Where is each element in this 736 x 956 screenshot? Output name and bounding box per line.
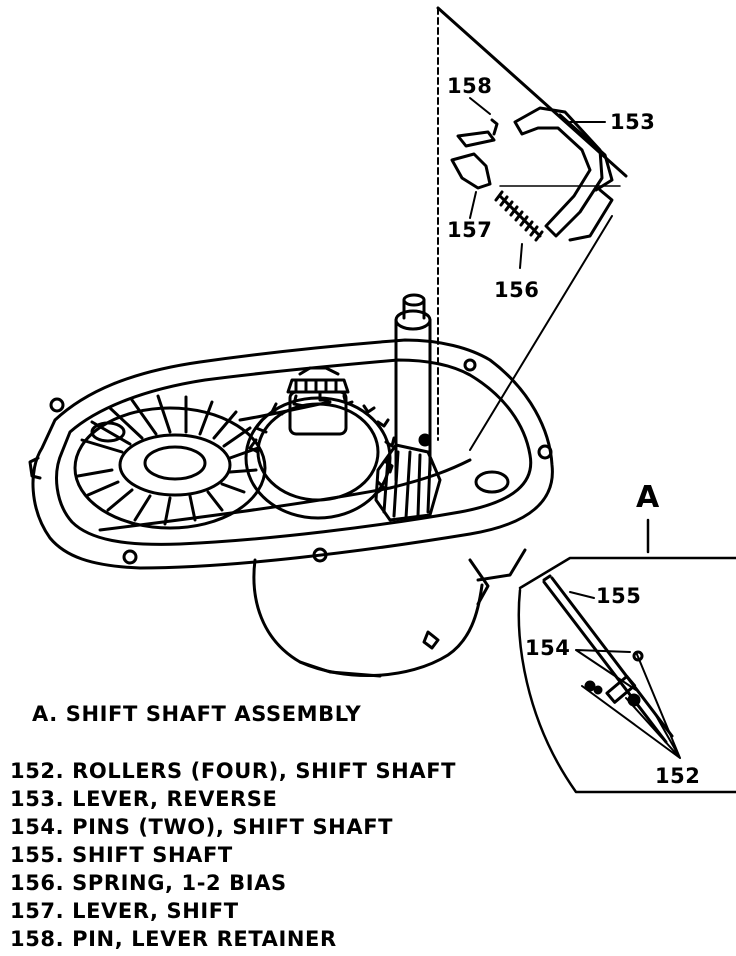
detail-a-frame: [517, 588, 736, 794]
detail-caption: A. SHIFT SHAFT ASSEMBLY: [32, 702, 362, 726]
shift-lever-157: [450, 130, 496, 190]
legend-item-155: 155. SHIFT SHAFT: [10, 843, 233, 867]
callout-155: 155: [596, 584, 642, 608]
parts-legend: 152. ROLLERS (FOUR), SHIFT SHAFT 153. LE…: [10, 757, 456, 953]
legend-item-153: 153. LEVER, REVERSE: [10, 787, 278, 811]
callout-157: 157: [447, 218, 493, 242]
detail-letter-a: A: [636, 480, 660, 515]
legend-item-158: 158. PIN, LEVER RETAINER: [10, 927, 337, 951]
legend-item-156: 156. SPRING, 1-2 BIAS: [10, 871, 287, 895]
callout-153: 153: [610, 110, 656, 134]
legend-item-157: 157. LEVER, SHIFT: [10, 899, 239, 923]
detail-cone-edge-right: [436, 6, 628, 178]
legend-item-154: 154. PINS (TWO), SHIFT SHAFT: [10, 815, 394, 839]
detail-cone-edge-lower: [469, 215, 613, 451]
callout-158: 158: [447, 74, 493, 98]
reverse-lever-153: [513, 106, 614, 242]
callout-152: 152: [655, 764, 701, 788]
lever-retainer-pin-158: [490, 118, 499, 136]
legend-item-152: 152. ROLLERS (FOUR), SHIFT SHAFT: [10, 759, 457, 783]
bias-spring-156: [494, 190, 544, 242]
transmission-housing: [28, 293, 554, 678]
shift-shaft-detail-a: [542, 574, 674, 744]
callout-156: 156: [494, 278, 540, 302]
callout-154: 154: [525, 636, 571, 660]
